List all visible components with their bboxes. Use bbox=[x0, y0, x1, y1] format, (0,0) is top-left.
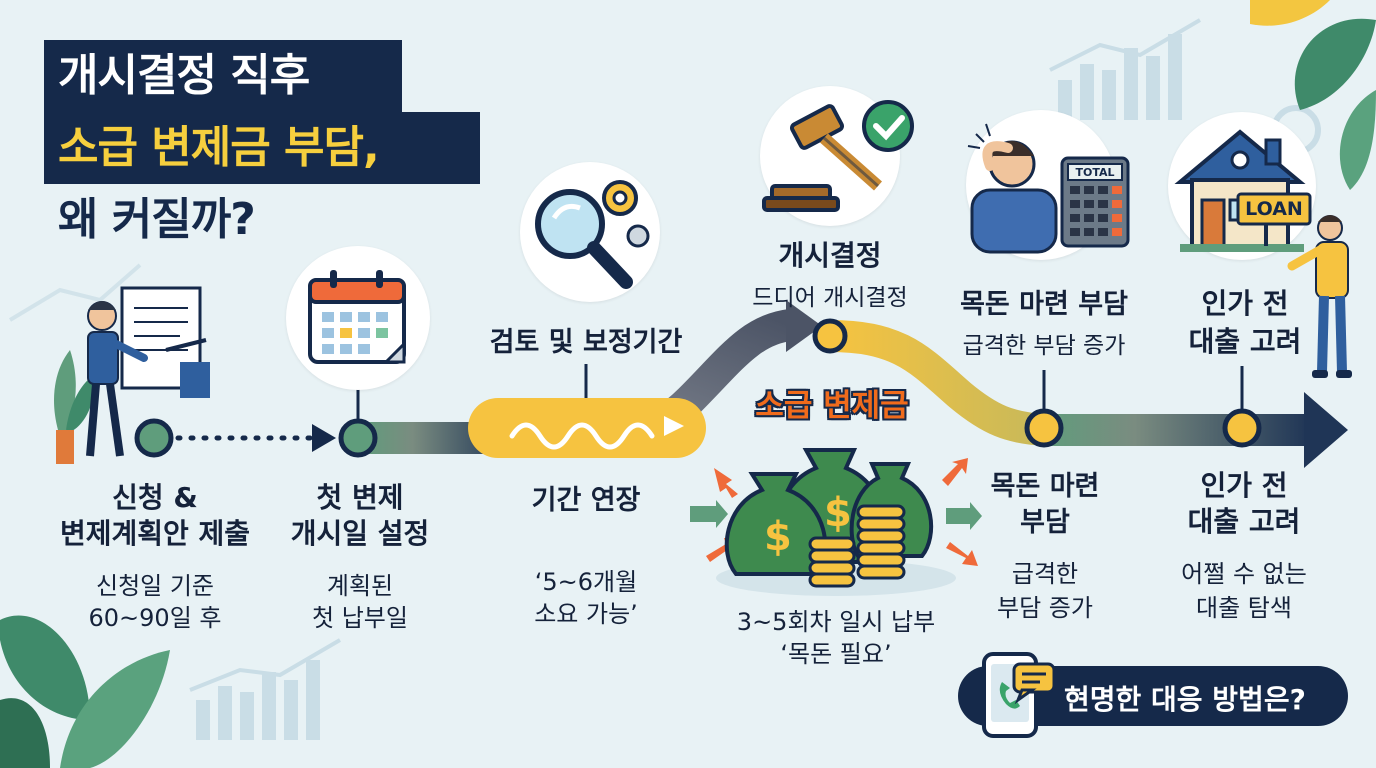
step6-title-line1: 인가 전 bbox=[1200, 469, 1288, 502]
magnifier-gear-icon bbox=[535, 180, 650, 289]
step5-desc-line1: 급격한 bbox=[1011, 560, 1079, 588]
cta-label[interactable]: 현명한 대응 방법은? bbox=[1064, 683, 1306, 716]
step5-top-desc: 급격한 부담 증가 bbox=[962, 333, 1126, 359]
step6-desc-line2: 대출 탐색 bbox=[1196, 594, 1292, 622]
step6-title-line2: 대출 고려 bbox=[1187, 505, 1301, 538]
gavel-icon bbox=[762, 100, 914, 212]
step2-title-line1: 첫 변제 bbox=[316, 481, 404, 514]
svg-text:$: $ bbox=[824, 490, 852, 536]
step3-title: 기간 연장 bbox=[531, 485, 641, 516]
step1-desc-line2: 60~90일 후 bbox=[88, 604, 222, 632]
title-line2: 소급 변제금 부담, bbox=[58, 122, 380, 173]
step3-top-label: 검토 및 보정기간 bbox=[489, 327, 683, 358]
person-writing-icon bbox=[54, 286, 210, 464]
step3-desc-line1: ‘5~6개월 bbox=[534, 568, 638, 596]
step2-desc-line2: 첫 납부일 bbox=[312, 604, 408, 632]
step2-desc-line1: 계획된 bbox=[326, 572, 394, 600]
step5-title-line1: 목돈 마련 bbox=[990, 471, 1100, 502]
money-bags-icon: $ $ bbox=[690, 448, 982, 596]
step6-top-title-line2: 대출 고려 bbox=[1188, 325, 1302, 358]
step4-desc-line2: ‘목돈 필요’ bbox=[780, 640, 892, 668]
step5-desc-line2: 부담 증가 bbox=[997, 594, 1093, 622]
house-loan-icon bbox=[1174, 129, 1352, 378]
step5-top-title: 목돈 마련 부담 bbox=[960, 289, 1128, 320]
loan-sign-label: LOAN bbox=[1245, 198, 1303, 220]
svg-text:$: $ bbox=[764, 514, 792, 560]
step3-desc-line2: 소요 가능’ bbox=[534, 600, 638, 628]
step4-top-desc: 드디어 개시결정 bbox=[752, 285, 908, 311]
title-line3: 왜 커질까? bbox=[58, 194, 256, 245]
stressed-person-calculator-icon bbox=[967, 123, 1130, 254]
step6-top-title-line1: 인가 전 bbox=[1201, 287, 1289, 320]
step5-title-line2: 부담 bbox=[1020, 507, 1070, 538]
step4-desc-line1: 3~5회차 일시 납부 bbox=[736, 608, 936, 636]
step2-title-line2: 개시일 설정 bbox=[290, 517, 430, 550]
calculator-total-label: TOTAL bbox=[1075, 166, 1115, 179]
phone-chat-icon bbox=[982, 652, 1056, 738]
step1-title-line1: 신청 & bbox=[112, 481, 198, 514]
calendar-icon bbox=[308, 270, 406, 364]
step4-top-title: 개시결정 bbox=[778, 239, 882, 272]
title-line1-box bbox=[44, 40, 402, 112]
title-line2-box bbox=[44, 112, 480, 184]
step4-highlight: 소급 변제금 bbox=[755, 388, 909, 424]
step1-title-line2: 변제계획안 제출 bbox=[59, 517, 251, 550]
step6-desc-line1: 어쩔 수 없는 bbox=[1181, 560, 1307, 588]
step1-desc-line1: 신청일 기준 bbox=[95, 572, 215, 600]
title-line1: 개시결정 직후 bbox=[58, 50, 310, 101]
